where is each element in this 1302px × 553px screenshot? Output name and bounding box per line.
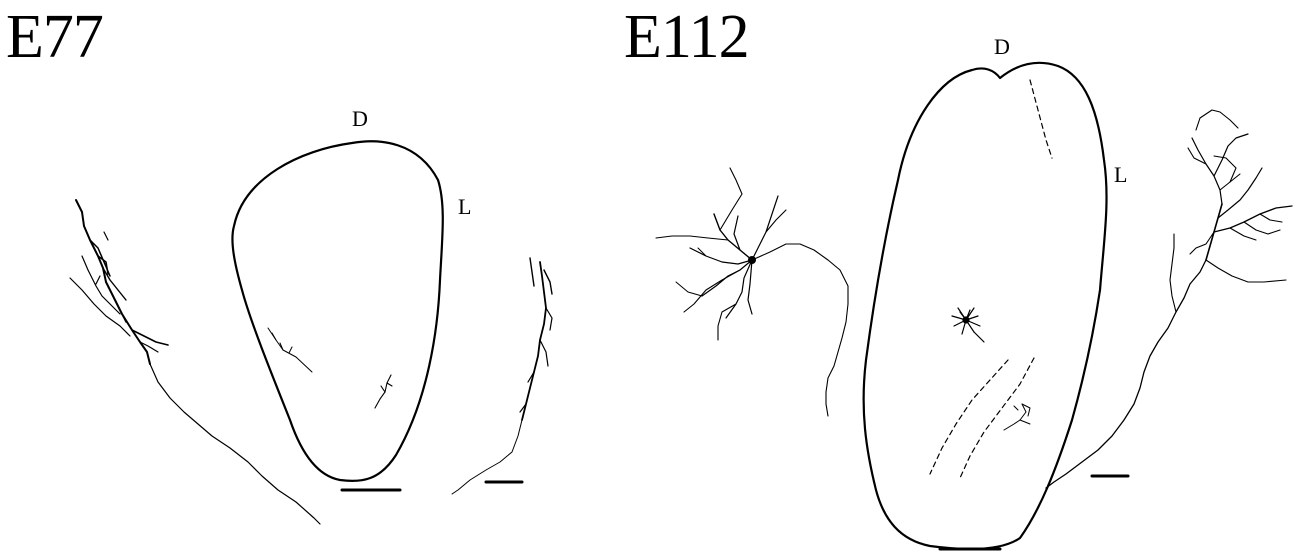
- e77-inner-neuron-2: [375, 375, 392, 408]
- e77-panel: [70, 141, 552, 524]
- e77-nucleus-outline: [232, 141, 442, 481]
- e112-dashed-tract-3: [960, 358, 1034, 478]
- e112-inner-neuron: [1004, 404, 1030, 430]
- e77-right-neuron: [452, 258, 552, 494]
- e112-nucleus-outline: [864, 63, 1107, 549]
- e112-dashed-tract-1: [1030, 80, 1052, 158]
- e77-left-neuron: [70, 200, 320, 524]
- e77-inner-neuron-1: [268, 328, 312, 372]
- e112-left-neuron: [656, 168, 848, 416]
- e112-panel: [656, 63, 1292, 549]
- e112-right-neuron: [1046, 110, 1292, 488]
- e112-central-neuron: [952, 308, 984, 342]
